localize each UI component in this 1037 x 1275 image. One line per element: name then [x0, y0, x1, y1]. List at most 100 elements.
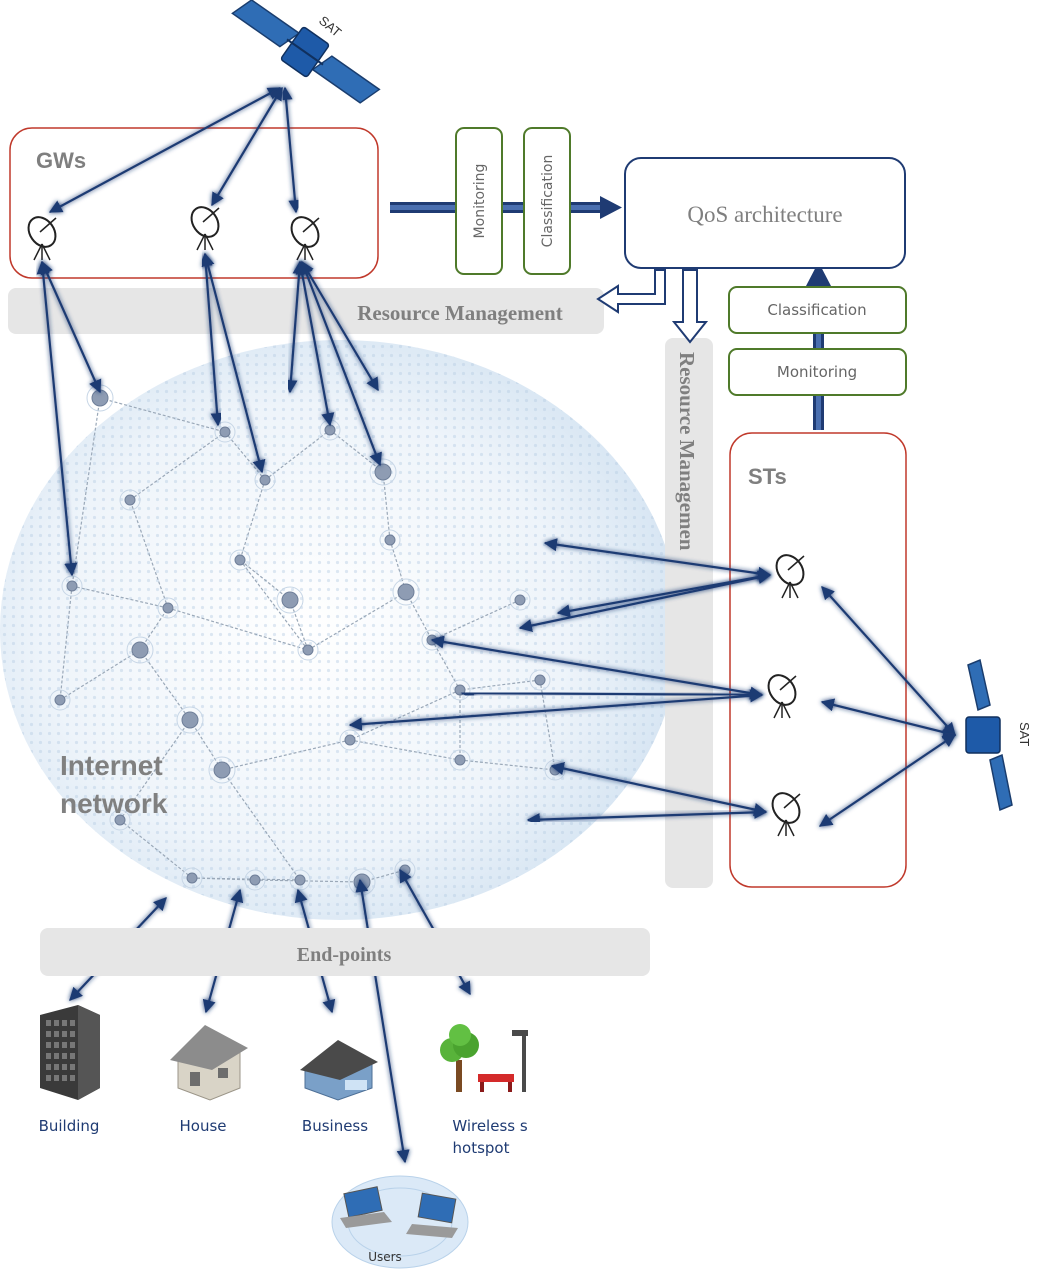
dish-leg	[781, 581, 791, 599]
building-window	[62, 1053, 67, 1059]
globe-link	[71, 585, 169, 609]
terminal-dish-icon	[775, 554, 805, 599]
globe-node	[302, 644, 314, 656]
building-window	[62, 1031, 67, 1037]
globe-node	[249, 874, 261, 886]
building-window	[54, 1031, 59, 1037]
globe-link	[405, 591, 433, 641]
dish-leg	[777, 819, 787, 837]
qos-architecture-title: QoS architecture	[687, 202, 842, 227]
bidirectional-link-arrow	[556, 570, 772, 618]
bidirectional-link-arrow	[201, 252, 266, 474]
globe-node	[186, 872, 198, 884]
building-window	[54, 1064, 59, 1070]
internet-network-label-line1: Internet	[60, 750, 163, 781]
bidirectional-link-arrow	[300, 260, 382, 467]
globe-node-ring	[126, 636, 154, 664]
globe-link	[119, 719, 191, 821]
globe-node	[124, 494, 136, 506]
bidirectional-link-arrow	[355, 878, 410, 1164]
globe-node	[344, 734, 356, 746]
globe-node-ring	[244, 869, 266, 891]
building-window	[62, 1064, 67, 1070]
globe-link	[239, 559, 291, 601]
building-window	[70, 1020, 75, 1026]
bidirectional-link-arrow	[36, 260, 78, 577]
globe-link	[431, 599, 521, 641]
globe-link	[71, 397, 101, 587]
globe-node-ring	[379, 529, 401, 551]
globe-node-ring	[276, 586, 304, 614]
bidirectional-link-arrow	[818, 734, 957, 827]
globe-link	[459, 759, 556, 771]
bidirectional-link-arrow	[211, 86, 283, 207]
business-icon	[300, 1040, 378, 1101]
dish-leg	[781, 701, 791, 719]
globe-link	[389, 539, 407, 593]
right-satellite-icon	[965, 658, 1013, 812]
right-classification-box	[728, 286, 907, 334]
building-label: Building	[39, 1117, 100, 1135]
terminals-title: STs	[748, 464, 787, 489]
building-window	[62, 1020, 67, 1026]
building-window	[70, 1042, 75, 1048]
globe-node-ring	[119, 489, 141, 511]
qos-architecture-box	[624, 157, 906, 269]
building-window	[54, 1075, 59, 1081]
right-monitoring-label: Monitoring	[777, 363, 857, 381]
globe-link	[191, 877, 301, 881]
bidirectional-link-arrow	[430, 635, 764, 700]
globe-node	[66, 580, 78, 592]
globe-node-ring	[297, 639, 319, 661]
globe-node	[324, 424, 336, 436]
globe-node	[514, 594, 526, 606]
globe-link	[59, 585, 73, 701]
globe-node	[54, 694, 66, 706]
globe-node	[281, 591, 299, 609]
users-label: Users	[368, 1250, 402, 1264]
top-classification-label: Classification	[540, 155, 556, 248]
globe-node	[213, 761, 231, 779]
building-window	[46, 1020, 51, 1026]
business-label: Business	[302, 1117, 368, 1135]
globe-node	[259, 474, 271, 486]
dish-leg	[41, 243, 51, 261]
wireless-hotspot-icon	[440, 1024, 528, 1092]
dish-feed	[783, 793, 801, 809]
globe-node	[384, 534, 396, 546]
building-window	[54, 1042, 59, 1048]
globe-link	[139, 607, 169, 651]
building-window	[46, 1031, 51, 1037]
dish-feed	[302, 217, 320, 233]
dish-leg	[33, 243, 43, 261]
globe-link	[307, 591, 407, 651]
right-classification-label: Classification	[767, 301, 866, 319]
hotspot-label-line2: hotspot	[453, 1139, 510, 1157]
globe-link	[59, 649, 141, 701]
bidirectional-link-arrow	[550, 762, 768, 816]
gw-to-qos-flow-arrow	[390, 196, 622, 219]
globe-node	[219, 426, 231, 438]
endpoints-band	[40, 928, 650, 976]
globe-link	[239, 479, 266, 561]
globe-link	[239, 559, 309, 651]
gateway-dish-icon	[27, 216, 57, 261]
globe-node-ring	[176, 706, 204, 734]
globe-link	[349, 739, 461, 761]
globe-network-links	[59, 397, 556, 883]
dish-leg	[785, 819, 795, 837]
right-satellite-label: SAT	[1017, 722, 1032, 746]
endpoints-label: End-points	[297, 944, 392, 966]
resource-management-label: Resource Management	[357, 301, 562, 325]
building-window	[62, 1042, 67, 1048]
right-monitoring-box	[728, 348, 907, 396]
top-satellite-icon	[231, 0, 381, 104]
globe-node	[91, 389, 109, 407]
dish-leg	[304, 243, 314, 261]
house-label: House	[179, 1117, 226, 1135]
internet-globe	[0, 340, 680, 920]
building-window	[54, 1020, 59, 1026]
globe-node-ring	[392, 578, 420, 606]
building-window	[70, 1053, 75, 1059]
